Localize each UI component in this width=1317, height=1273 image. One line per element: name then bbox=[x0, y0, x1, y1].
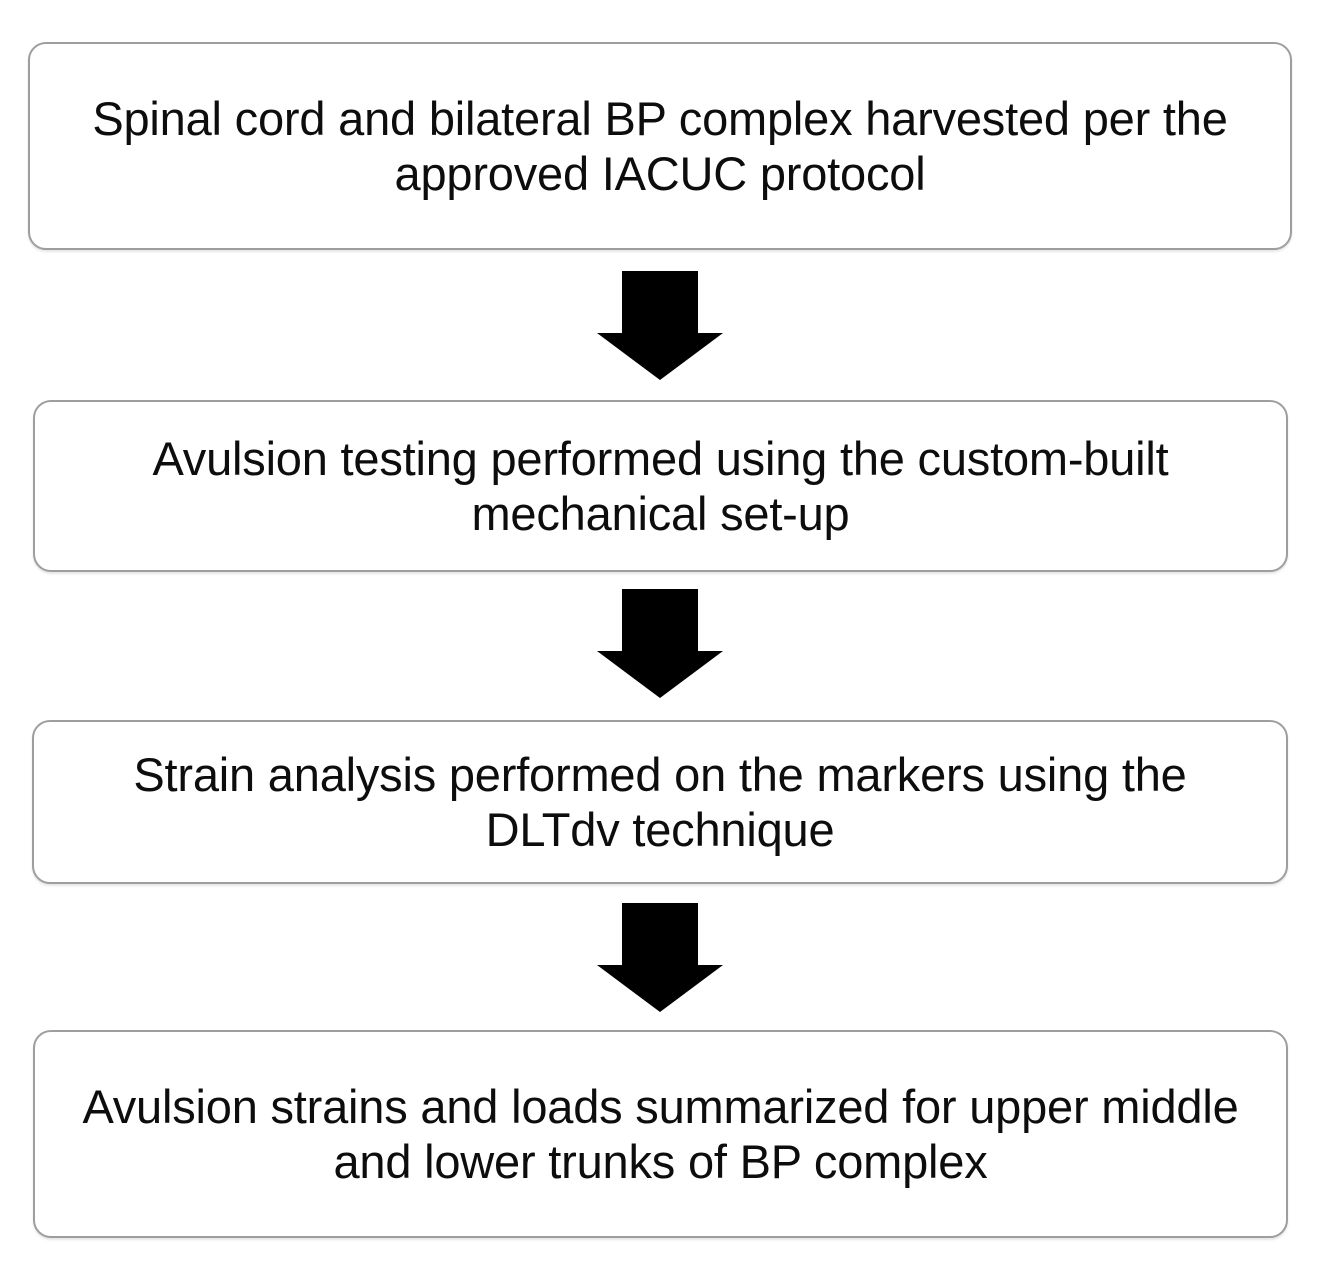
flowchart-node-step-2: Avulsion testing performed using the cus… bbox=[33, 400, 1288, 572]
arrow-down-icon bbox=[597, 903, 723, 1012]
arrow-down-icon bbox=[597, 589, 723, 698]
flowchart-node-step-4: Avulsion strains and loads summarized fo… bbox=[33, 1030, 1288, 1238]
arrow-down-icon bbox=[597, 271, 723, 380]
flowchart-node-step-4-label: Avulsion strains and loads summarized fo… bbox=[82, 1080, 1239, 1188]
flowchart-node-step-1-label: Spinal cord and bilateral BP complex har… bbox=[92, 92, 1228, 200]
flowchart-node-step-2-label: Avulsion testing performed using the cus… bbox=[152, 432, 1169, 540]
flowchart-node-step-3: Strain analysis performed on the markers… bbox=[32, 720, 1288, 884]
flowchart-node-step-3-label: Strain analysis performed on the markers… bbox=[133, 748, 1187, 856]
flowchart-node-step-1: Spinal cord and bilateral BP complex har… bbox=[28, 42, 1292, 250]
